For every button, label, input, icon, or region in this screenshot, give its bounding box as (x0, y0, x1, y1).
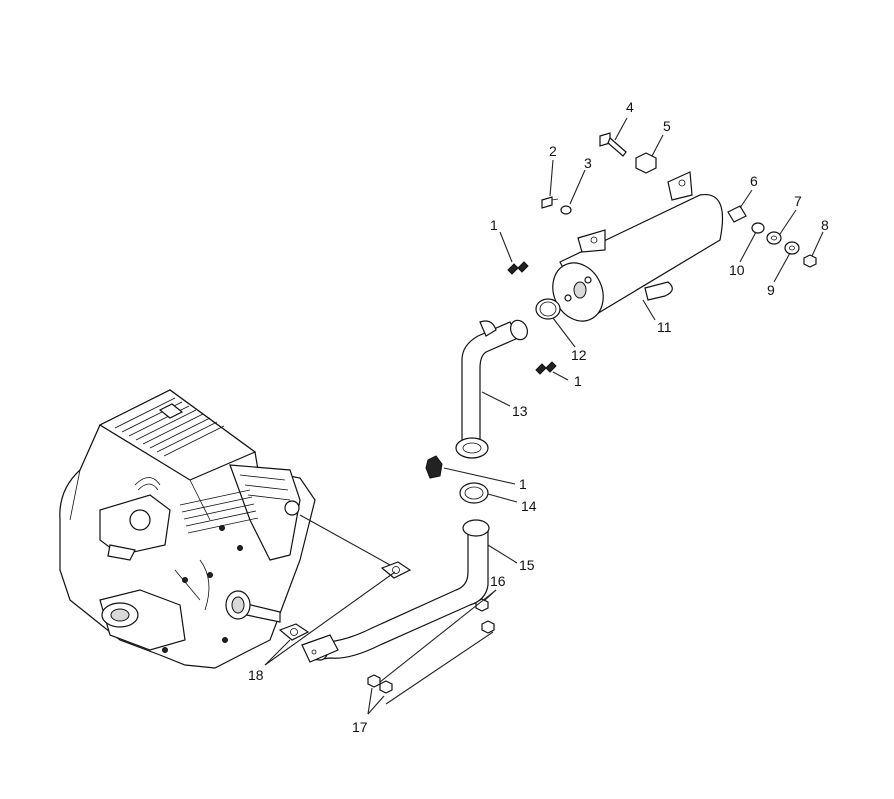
callout-14: 14 (521, 498, 537, 514)
callout-7: 7 (794, 193, 802, 209)
callout-18: 18 (248, 667, 264, 683)
small-hardware-parts (278, 132, 817, 694)
callout-6: 6 (750, 173, 758, 189)
callout-17: 17 (352, 719, 368, 735)
callout-8: 8 (821, 217, 829, 233)
leader-lines (264, 117, 824, 715)
callout-13: 13 (512, 403, 528, 419)
exhaust-pipe-15 (301, 519, 490, 663)
exhaust-pipe-13 (455, 319, 528, 459)
muffler-part-11 (552, 171, 724, 322)
callout-11: 11 (657, 319, 672, 335)
callout-5: 5 (663, 118, 671, 134)
callout-10: 10 (729, 262, 745, 278)
callout-4: 4 (626, 99, 634, 115)
callout-15: 15 (519, 557, 535, 573)
callout-2: 2 (549, 143, 557, 159)
callout-labels: 1 1 1 2 3 4 5 6 7 8 9 10 11 12 13 14 15 … (248, 99, 829, 735)
callout-3: 3 (584, 155, 592, 171)
callout-16: 16 (490, 573, 506, 589)
callout-9: 9 (767, 282, 775, 298)
callout-1-middle: 1 (574, 373, 582, 389)
callout-1-top: 1 (490, 217, 498, 233)
callout-1-lower: 1 (519, 476, 527, 492)
engine-illustration (59, 389, 316, 669)
callout-12: 12 (571, 347, 587, 363)
